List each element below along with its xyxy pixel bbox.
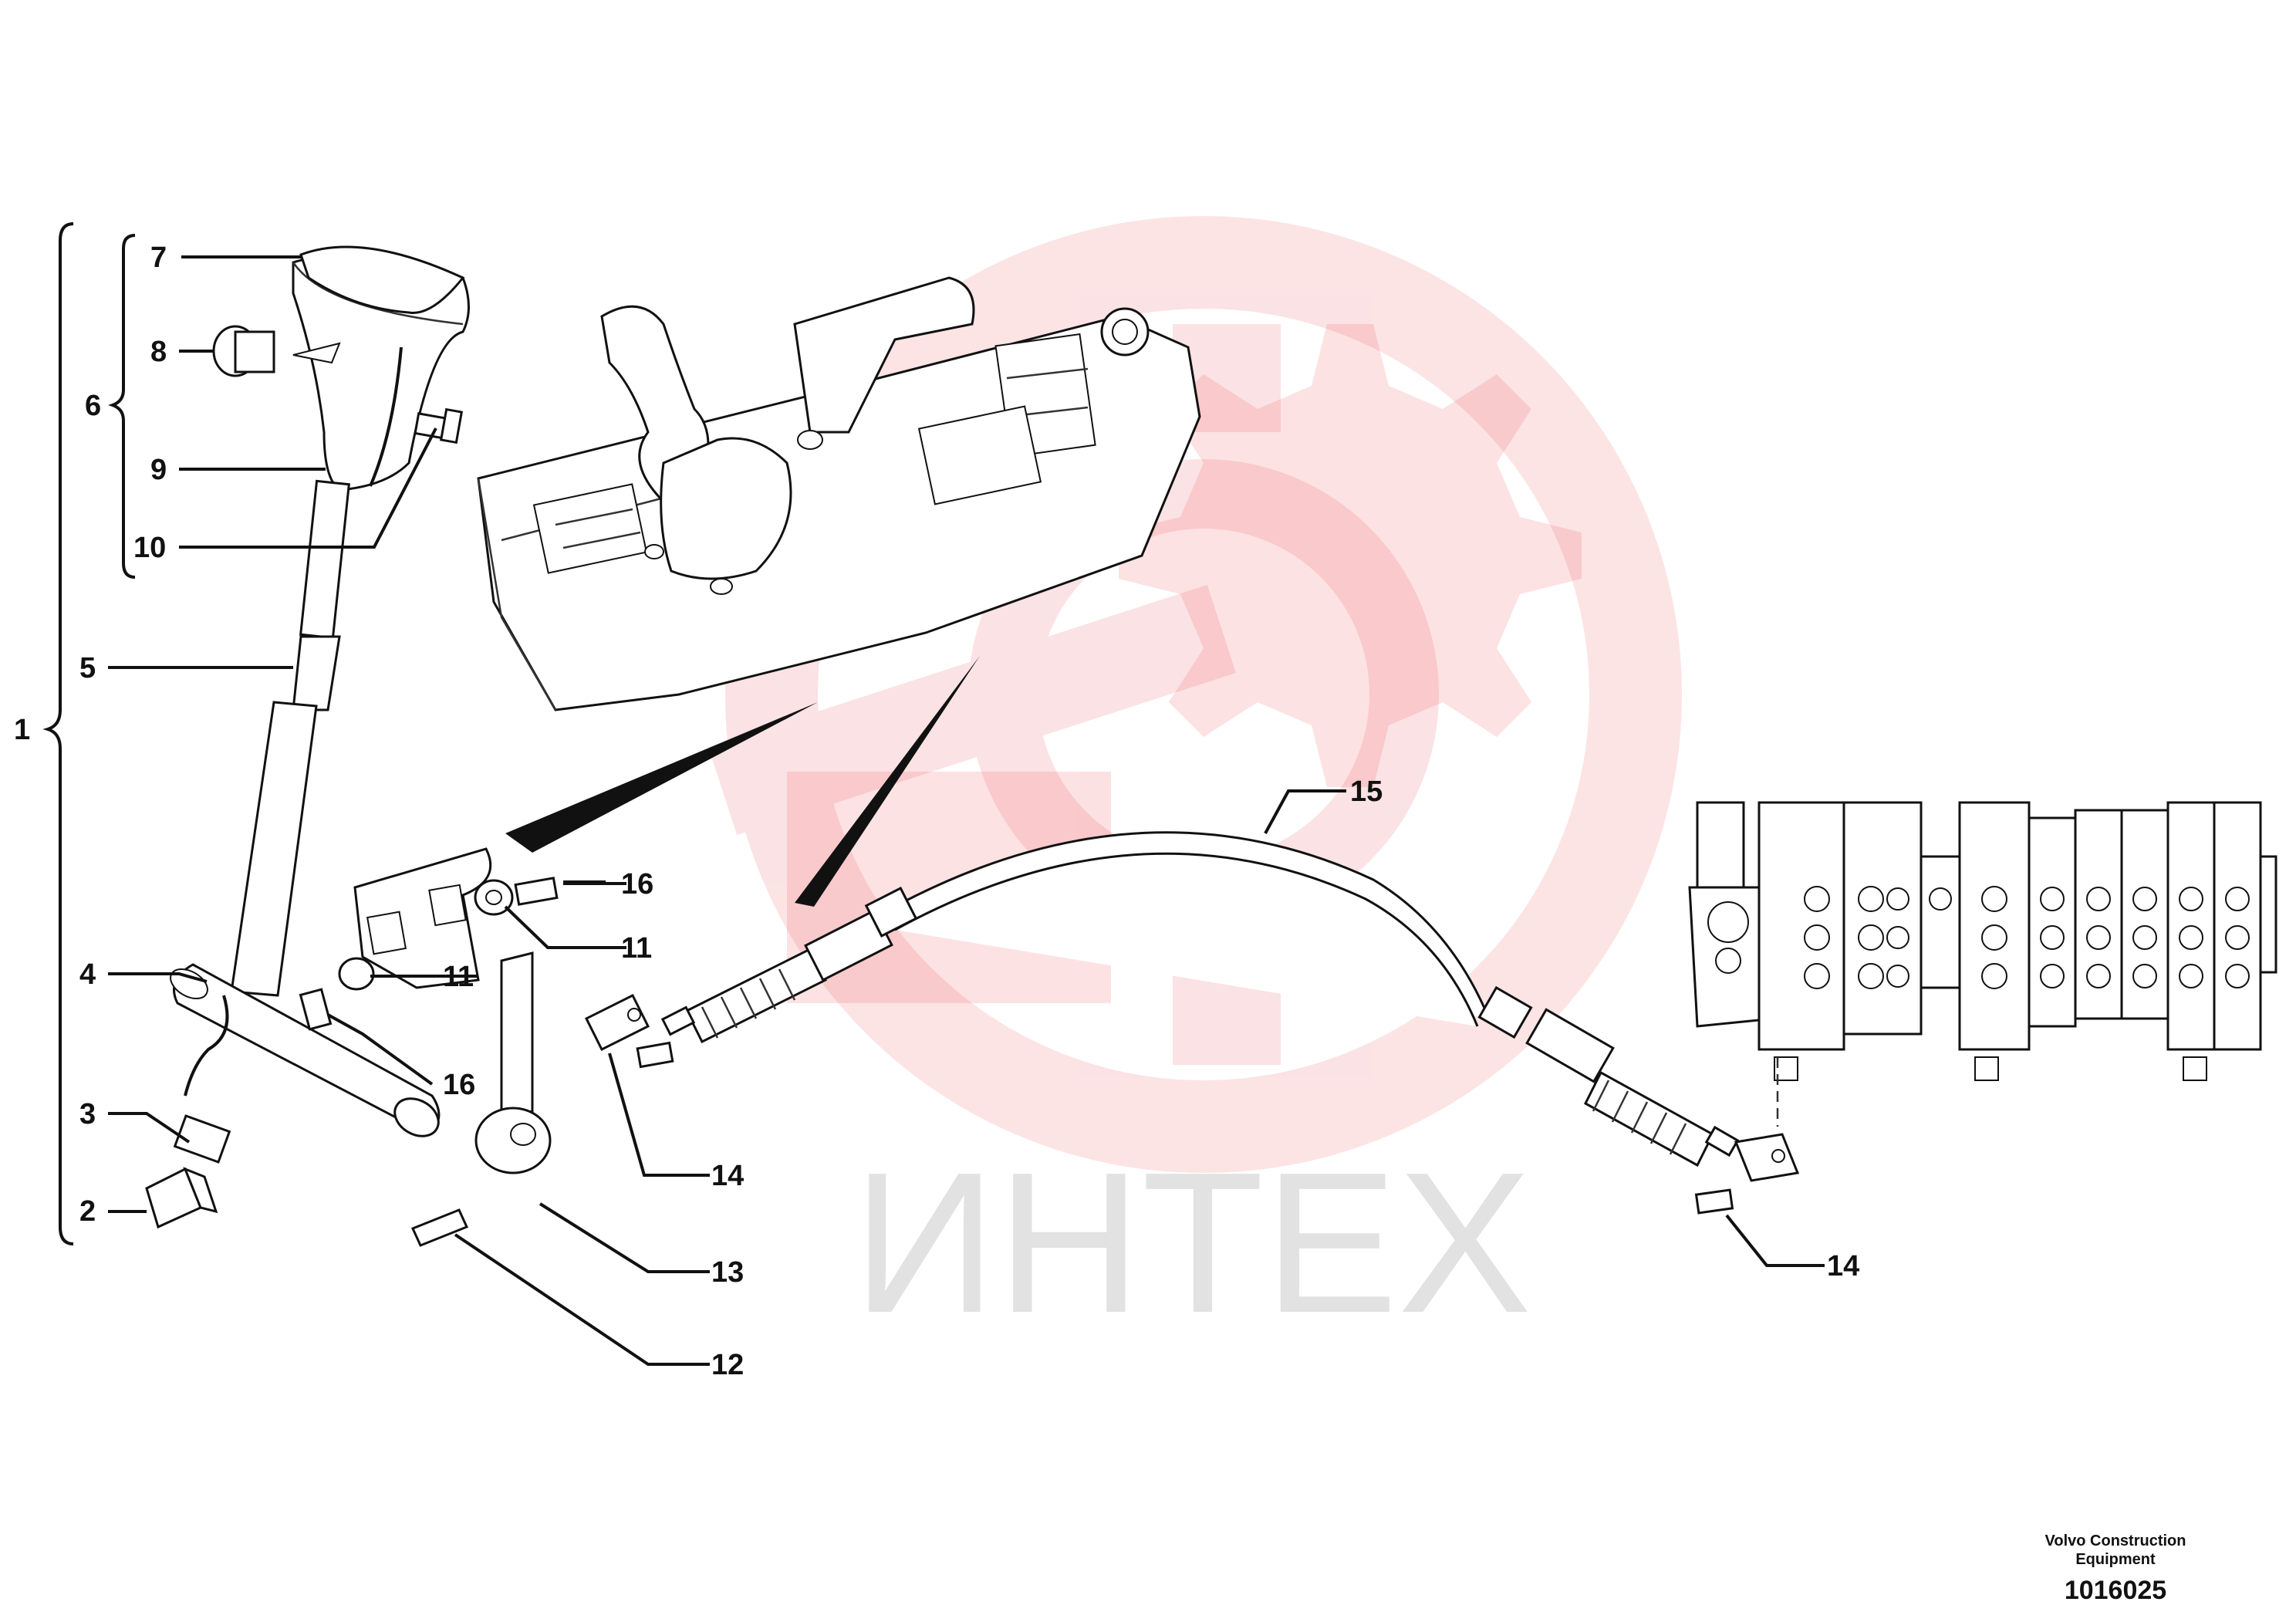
callout-8: 8: [150, 336, 167, 368]
callout-11-lower: 11: [443, 961, 474, 993]
callout-5: 5: [79, 652, 96, 684]
nut-part-11-upper: [474, 879, 514, 916]
manufacturer-line-1: Volvo Construction: [2045, 1532, 2186, 1549]
control-cable-part-15: [660, 831, 1740, 1168]
callout-4: 4: [79, 958, 96, 991]
lever-knob: [292, 245, 470, 492]
wire-and-connector-3: [173, 995, 231, 1164]
callout-9: 9: [150, 454, 167, 486]
watermark-text: ИНТЕХ: [853, 1131, 1531, 1355]
leader-lines: [108, 255, 1825, 1366]
clevis-part-14-right: [1694, 1133, 1800, 1215]
callout-2: 2: [79, 1195, 96, 1228]
clevis-part-14-left: [584, 993, 674, 1069]
manufacturer-line-2: Equipment: [2075, 1551, 2156, 1568]
pin-part-12: [410, 1208, 469, 1247]
lever-shaft: [230, 479, 350, 997]
callout-1: 1: [14, 714, 30, 746]
lever-arm-part-13: [474, 951, 552, 1174]
callout-15: 15: [1350, 776, 1383, 808]
callout-13: 13: [711, 1256, 744, 1289]
callout-6: 6: [85, 390, 101, 422]
bolt-part-16-lower: [299, 988, 333, 1031]
callout-12: 12: [711, 1349, 744, 1381]
callout-16-lower: 16: [443, 1069, 475, 1101]
control-valve-block: [1688, 801, 2277, 1127]
button-part-8: [212, 325, 341, 377]
leader-wedge-right: [795, 656, 980, 907]
lever-tube: [170, 963, 441, 1137]
callout-7: 7: [150, 242, 167, 274]
control-console: [477, 276, 1201, 711]
nut-part-11-lower: [338, 957, 375, 991]
callout-11-upper: 11: [621, 932, 652, 965]
leader-wedge-left: [505, 702, 818, 853]
callout-14-left: 14: [711, 1160, 744, 1192]
bracket-6: [108, 234, 136, 579]
callout-10: 10: [133, 532, 166, 564]
bolt-part-16-upper: [514, 877, 559, 906]
callout-14-right: 14: [1827, 1250, 1859, 1282]
bracket-1: [42, 222, 74, 1245]
drawing-number: 1016025: [2065, 1576, 2166, 1605]
connector-part-2: [145, 1167, 218, 1229]
mounting-bracket-plate: [353, 847, 492, 989]
callout-16-upper: 16: [621, 868, 653, 901]
screw-part-10: [414, 407, 464, 444]
callout-3: 3: [79, 1098, 96, 1130]
